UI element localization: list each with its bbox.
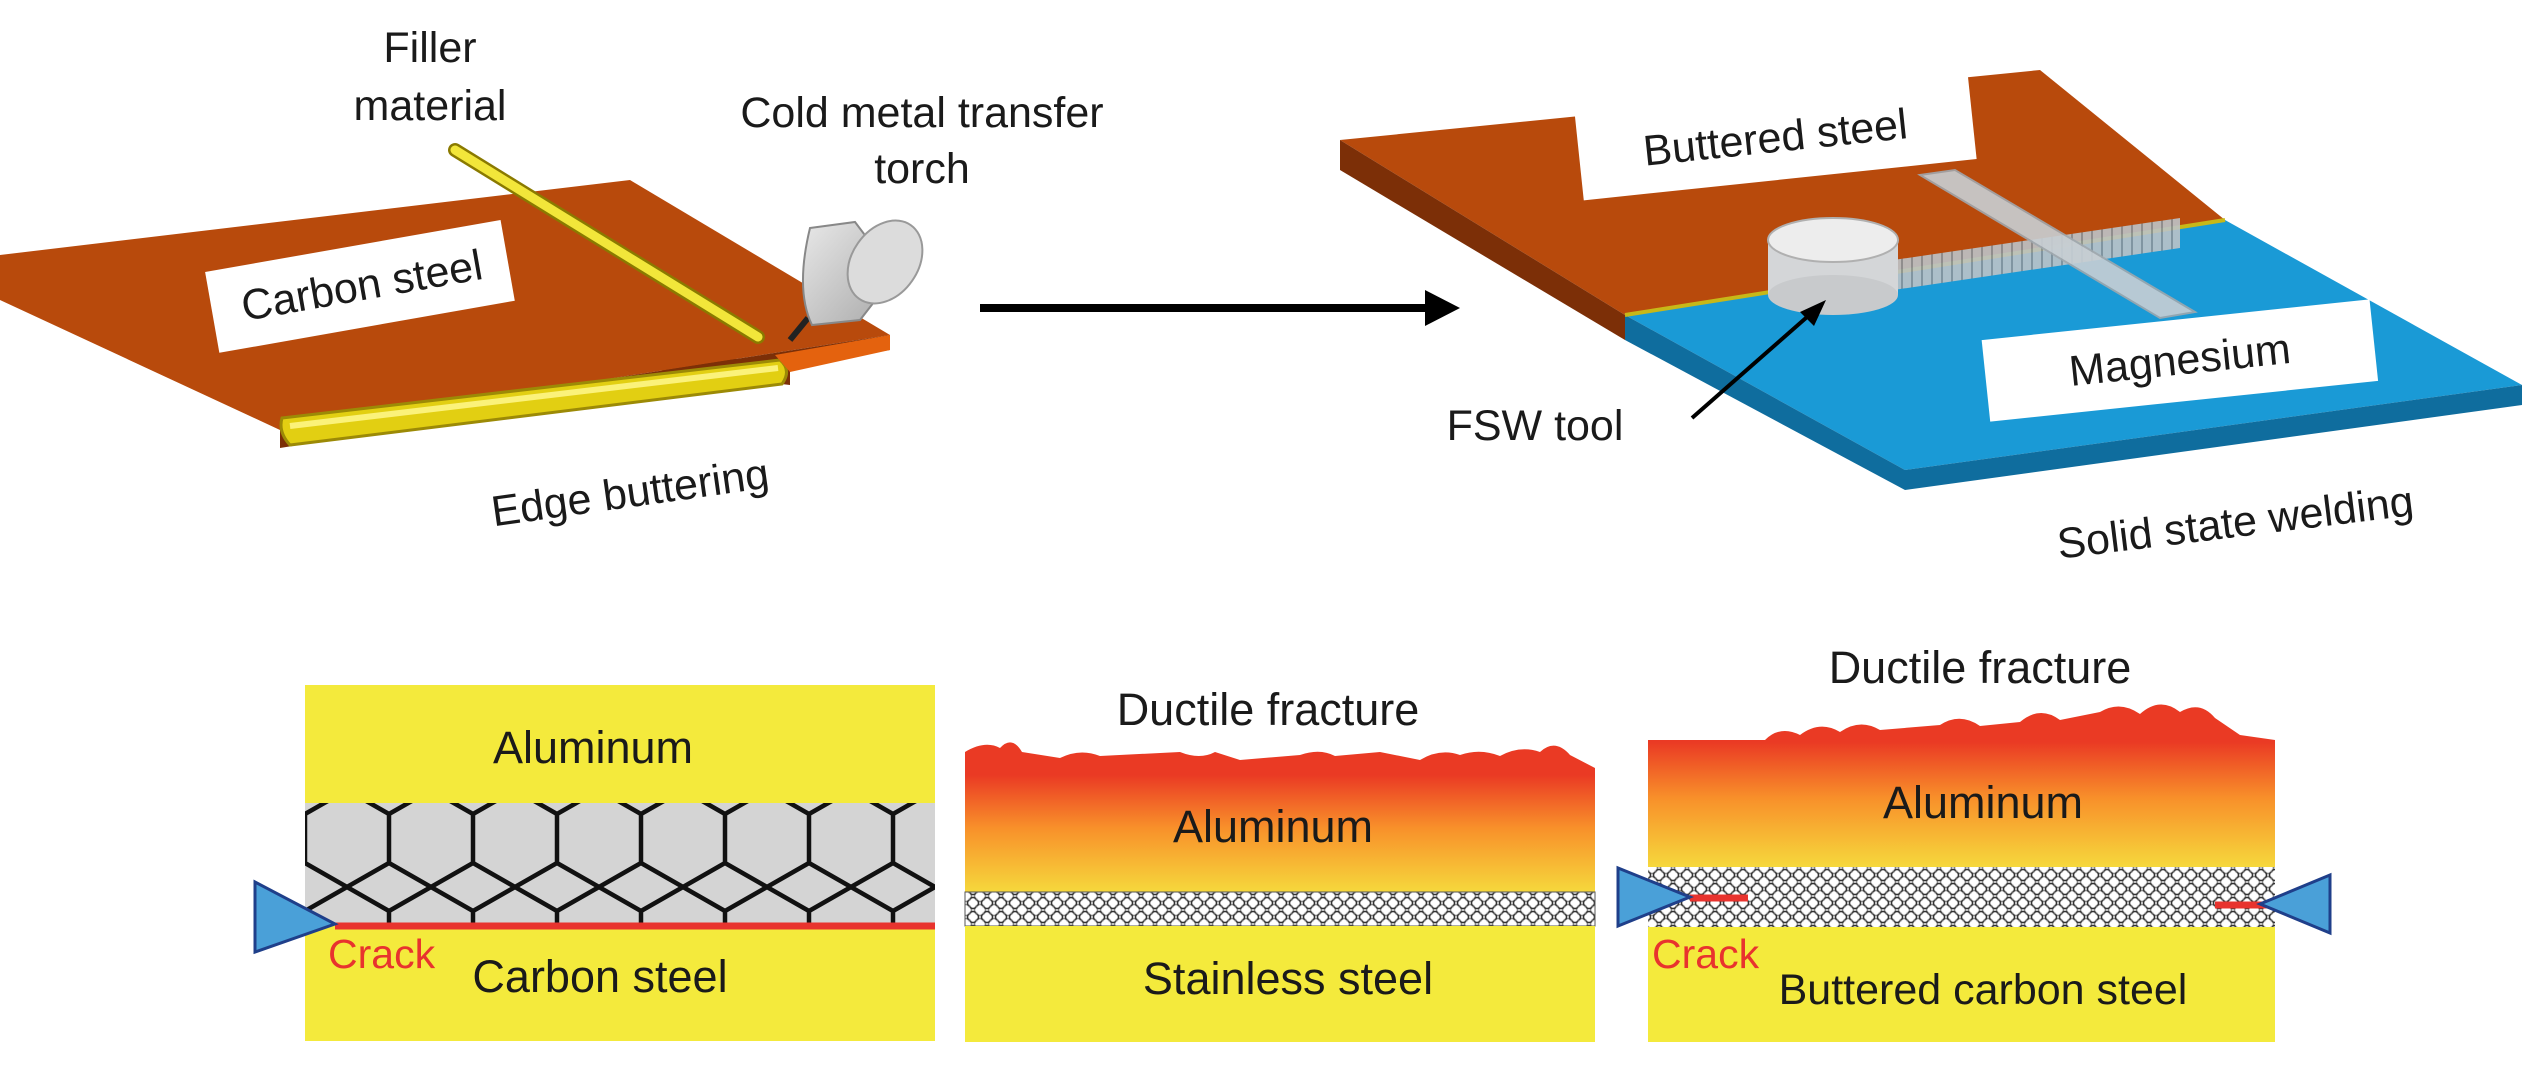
panel2-fracture-label: Ductile fracture [1117, 684, 1420, 735]
panel3-wedge-left [1616, 865, 1695, 929]
edge-buttering-illustration: Carbon steel Filler material Cold metal … [0, 24, 1104, 536]
filler-label-line2: material [354, 82, 507, 130]
panel3-crack-label: Crack [1652, 931, 1760, 977]
fsw-illustration: Buttered steel Magnesium FSW tool Solid … [1340, 70, 2522, 569]
fsw-tool-label: FSW tool [1447, 402, 1624, 450]
fsw-tool [1767, 217, 1899, 315]
torch-label-line1: Cold metal transfer [740, 89, 1103, 137]
panel-carbon-steel: Aluminum Carbon steel Crack [253, 685, 935, 1041]
panel2-aluminum-layer [965, 775, 1595, 892]
panel3-aluminum-label: Aluminum [1883, 777, 2083, 828]
panel3-fracture-label: Ductile fracture [1829, 642, 2132, 693]
panel2-stainless-layer [965, 926, 1595, 1042]
carbon-steel-label-box [205, 219, 515, 353]
panel-stainless-steel: Ductile fracture Aluminum Stainless stee… [964, 684, 1596, 1042]
panel1-aluminum-layer [305, 685, 935, 803]
panel1-carbon-steel-layer [305, 926, 935, 1041]
solid-state-welding-label: Solid state welding [2054, 477, 2416, 568]
weld-seam [1880, 218, 2180, 292]
panel2-stainless-label: Stainless steel [1143, 953, 1433, 1004]
panel1-wedge [253, 879, 339, 955]
buttered-steel-label-box [1574, 74, 1977, 201]
panel-buttered-carbon-steel: Ductile fracture Aluminum Buttered carbo… [1616, 642, 2332, 1042]
filler-label-line1: Filler [383, 24, 476, 72]
panel2-fracture-surface [965, 742, 1595, 778]
magnesium-label-box [1981, 299, 2379, 422]
panel3-aluminum-layer [1648, 742, 2275, 867]
panel3-wedge-right [2256, 872, 2332, 936]
torch-label-line2: torch [874, 145, 970, 193]
panel1-crack-label: Crack [328, 931, 436, 977]
cmt-torch [787, 219, 924, 342]
panel1-carbon-steel-label: Carbon steel [472, 951, 727, 1002]
panel3-buttered-label: Buttered carbon steel [1779, 966, 2188, 1014]
panel3-buttered-layer [1648, 927, 2275, 1042]
panel2-aluminum-label: Aluminum [1173, 801, 1373, 852]
panel1-aluminum-label: Aluminum [493, 722, 693, 773]
panel3-fracture-surface [1648, 704, 2275, 748]
edge-buttering-label: Edge buttering [488, 450, 772, 536]
